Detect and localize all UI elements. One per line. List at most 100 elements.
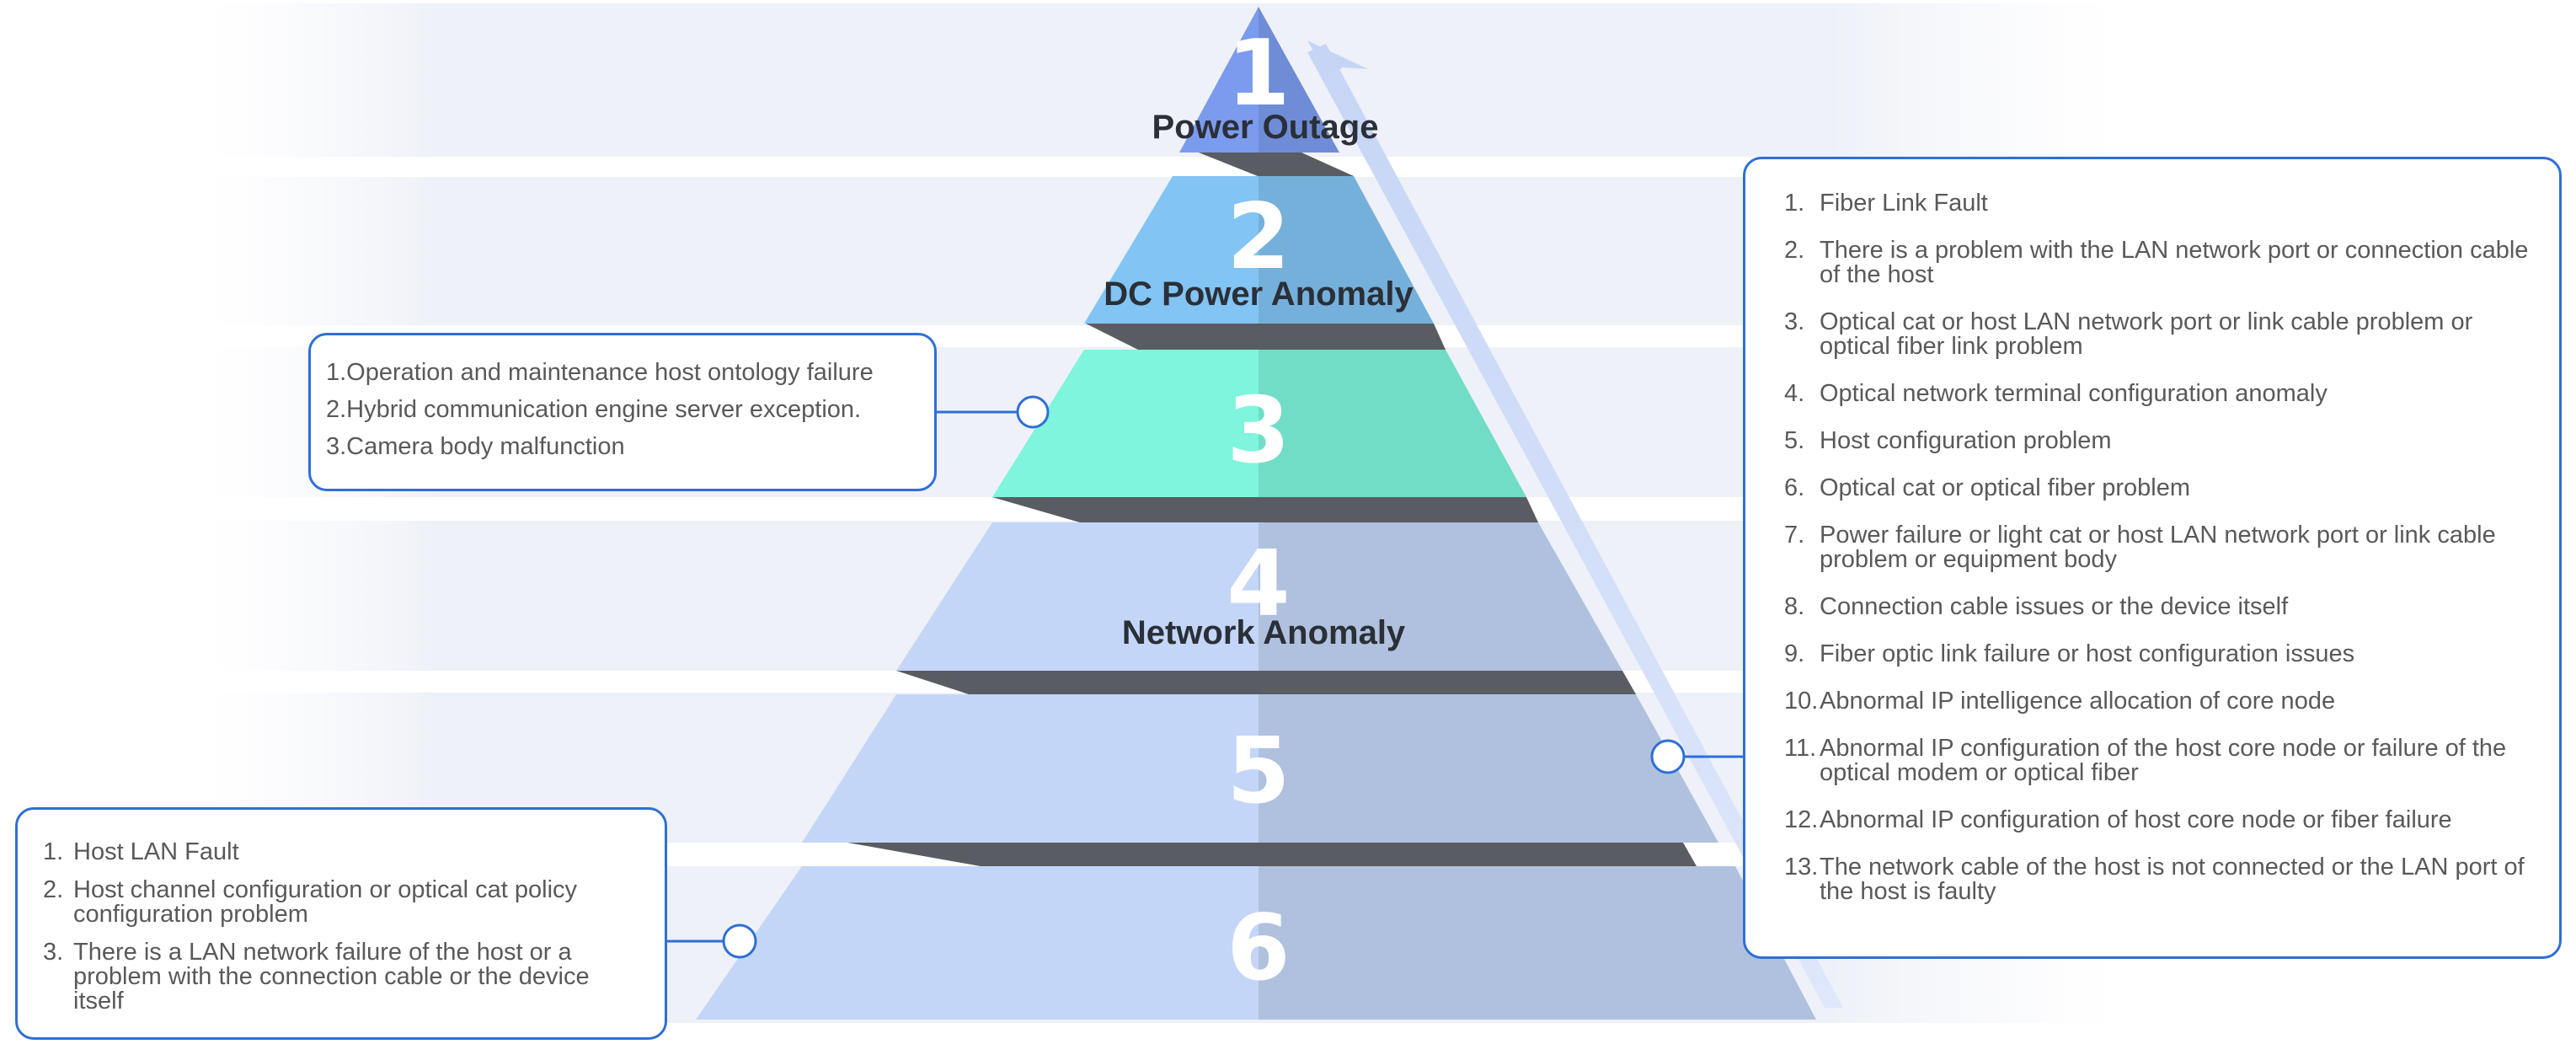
level-1-right-face [1259, 7, 1339, 153]
level-3-left-face [992, 350, 1259, 497]
level-5-fault-list: 1. Fiber Link Fault 2. There is a problem … [1784, 191, 2534, 904]
level-separators [847, 153, 1697, 866]
level-6-fault-callout: 1. Host LAN Fault 2. Host channel configur… [15, 807, 667, 1040]
level-1-left-face [1179, 7, 1259, 153]
item-number: 8. [1784, 593, 1805, 620]
item-number: 5. [1784, 427, 1805, 454]
pyramid-level-6 [696, 866, 1816, 1020]
separator-2-3 [1086, 324, 1446, 350]
item-text: Abnormal IP configuration of the host co… [1820, 735, 2507, 786]
pyramid-level-4 [896, 522, 1622, 671]
pyramid-level-5 [802, 694, 1718, 843]
list-item: 1. Host LAN Fault [43, 840, 639, 865]
level-6-number: 6 [1227, 896, 1290, 1001]
level-2-left-face [1084, 176, 1259, 324]
level-5-right-face [1259, 694, 1718, 843]
connector-level-6 [667, 923, 757, 959]
level-4-left-face [896, 522, 1259, 671]
pyramid-level-2 [1084, 176, 1434, 324]
list-item: 12.Abnormal IP configuration of host cor… [1784, 808, 2534, 832]
item-text: The network cable of the host is not con… [1820, 854, 2525, 905]
item-text: Abnormal IP configuration of host core n… [1820, 806, 2452, 833]
list-item: 8. Connection cable issues or the device … [1784, 595, 2534, 619]
item-number: 10. [1784, 688, 1819, 715]
separator-5-6 [847, 843, 1697, 866]
level-3-fault-callout: 1.Operation and maintenance host ontolog… [308, 333, 937, 491]
connector-dot [1650, 739, 1686, 774]
item-text: Connection cable issues or the device it… [1820, 593, 2289, 620]
level-5-left-face [802, 694, 1259, 843]
item-number: 12. [1784, 806, 1819, 833]
item-text: Power failure or light cat or host LAN n… [1820, 522, 2496, 573]
level-4-right-face [1259, 522, 1622, 671]
item-number: 7. [1784, 522, 1805, 549]
item-text: Host configuration problem [1820, 427, 2112, 454]
item-text: Optical cat or host LAN network port or … [1820, 308, 2473, 360]
list-item: 10.Abnormal IP intelligence allocation o… [1784, 689, 2534, 714]
callout-line: 3.Camera body malfunction [326, 433, 625, 460]
item-number: 3. [1784, 308, 1805, 335]
list-item: 13.The network cable of the host is not … [1784, 855, 2534, 904]
list-item: 11.Abnormal IP configuration of the host… [1784, 736, 2534, 785]
pyramid-level-1 [1179, 7, 1339, 153]
list-item: 2. There is a problem with the LAN networ… [1784, 238, 2534, 287]
list-item: 4. Optical network terminal configuration… [1784, 382, 2534, 406]
list-item: 9. Fiber optic link failure or host confi… [1784, 642, 2534, 667]
list-item: 3. There is a LAN network failure of the … [43, 940, 639, 1014]
connector-dot [722, 923, 757, 959]
list-item: 7. Power failure or light cat or host LAN… [1784, 523, 2534, 572]
item-number: 1. [43, 838, 64, 865]
list-item: 5. Host configuration problem [1784, 429, 2534, 453]
item-number: 11. [1784, 735, 1817, 762]
item-text: There is a LAN network failure of the ho… [73, 939, 590, 1014]
callout-line: 1.Operation and maintenance host ontolog… [326, 359, 874, 386]
band-1 [211, 3, 2114, 157]
list-item: 3. Optical cat or host LAN network port o… [1784, 310, 2534, 359]
item-number: 2. [1784, 237, 1805, 264]
level-6-right-face [1259, 866, 1816, 1020]
level-2-right-face [1259, 176, 1434, 324]
item-number: 4. [1784, 380, 1805, 407]
item-text: Abnormal IP intelligence allocation of c… [1820, 688, 2336, 715]
level-5-number: 5 [1227, 719, 1290, 824]
item-text: Fiber optic link failure or host configu… [1820, 640, 2355, 667]
level-3-right-face [1259, 350, 1526, 497]
level-4-label: Network Anomaly [1122, 614, 1406, 651]
separator-3-4 [992, 497, 1538, 522]
level-5-fault-callout: 1. Fiber Link Fault 2. There is a problem … [1743, 157, 2562, 959]
level-4-number: 4 [1227, 532, 1290, 637]
severity-arrow-head [1307, 40, 1368, 78]
level-1-label: Power Outage [1152, 109, 1379, 146]
severity-arrow-shaft [1307, 44, 1843, 1008]
item-text: Optical network terminal configuration a… [1820, 380, 2327, 407]
level-2-number: 2 [1227, 185, 1290, 290]
separator-4-5 [896, 671, 1636, 694]
level-3-number: 3 [1227, 378, 1290, 484]
callout-line: 2.Hybrid communication engine server exc… [326, 396, 862, 423]
severity-arrow [1307, 40, 1843, 1008]
level-6-fault-list: 1. Host LAN Fault 2. Host channel configur… [43, 840, 639, 1014]
item-text: Optical cat or optical fiber problem [1820, 474, 2191, 501]
list-item: 6. Optical cat or optical fiber problem [1784, 476, 2534, 501]
list-item: 2. Host channel configuration or optical … [43, 878, 639, 927]
item-number: 13. [1784, 854, 1819, 881]
level-2-label: DC Power Anomaly [1104, 276, 1414, 313]
level-6-left-face [696, 866, 1259, 1020]
item-text: Fiber Link Fault [1820, 190, 1988, 217]
pyramid-level-3 [992, 350, 1526, 497]
level-1-number: 1 [1227, 21, 1290, 126]
list-item: 1. Fiber Link Fault [1784, 191, 2534, 216]
item-number: 3. [43, 939, 64, 966]
connector-level-5 [1650, 739, 1743, 774]
item-number: 9. [1784, 640, 1805, 667]
item-text: There is a problem with the LAN network … [1820, 237, 2529, 288]
item-text: Host channel configuration or optical ca… [73, 876, 578, 928]
connector-level-3 [937, 395, 1050, 429]
connector-dot [1016, 395, 1050, 429]
item-number: 1. [1784, 190, 1805, 217]
item-number: 6. [1784, 474, 1805, 501]
item-number: 2. [43, 876, 64, 903]
item-text: Host LAN Fault [73, 838, 239, 865]
separator-1-2 [1199, 153, 1354, 176]
